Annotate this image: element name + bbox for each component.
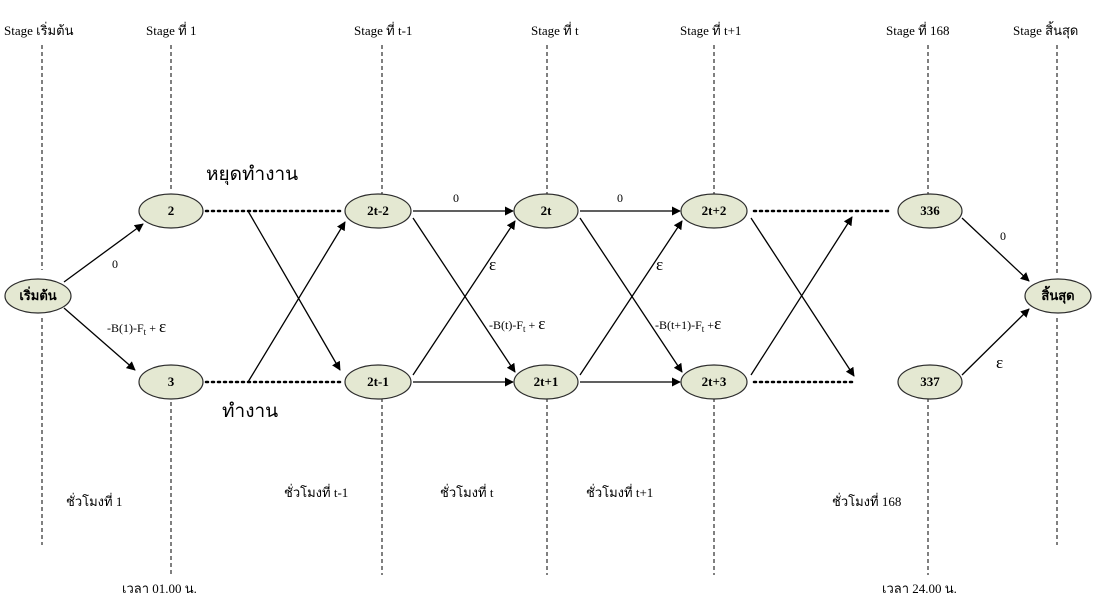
edge-2t+1-to-2t+2	[579, 220, 683, 376]
node-end-label: สิ้นสุด	[1041, 285, 1074, 304]
node-2t-1	[344, 364, 412, 400]
hour-labels: ชั่วโมงที่ 1 ชั่วโมงที่ t-1 ชั่วโมงที่ t…	[66, 484, 901, 509]
node-2t	[513, 193, 579, 229]
edge-2t-to-2t+3	[579, 217, 683, 373]
edge-label-mid2-bottom: -B(t+1)-Ft +ε	[655, 314, 721, 334]
edge-label-mid1-eps: ε	[489, 255, 496, 274]
hour-label-t-minus-1: ชั่วโมงที่ t-1	[284, 484, 348, 500]
node-2t+2-label: 2t+2	[702, 203, 727, 218]
node-2t+1	[513, 364, 579, 400]
node-start	[4, 278, 72, 314]
node-2t+3-label: 2t+3	[702, 374, 727, 389]
state-label-stop: หยุดทำงาน	[206, 164, 298, 186]
node-2t+1-label: 2t+1	[534, 374, 559, 389]
node-2t-1-label: 2t-1	[367, 374, 389, 389]
state-label-work: ทำงาน	[222, 401, 278, 422]
hour-label-t-plus-1: ชั่วโมงที่ t+1	[586, 484, 653, 500]
dotted-connectors	[204, 209, 890, 384]
time-label-last: เวลา 24.00 น.	[882, 581, 957, 596]
node-labels: เริ่มต้น 2 3 2t-2 2t-1 2t 2t+1 2t+2 2t+3…	[19, 203, 1074, 389]
stage-separators	[41, 45, 1058, 575]
stage-end-header: Stage สิ้นสุด	[1013, 21, 1078, 39]
edges	[63, 206, 1030, 387]
node-336	[897, 193, 963, 229]
node-3	[138, 364, 204, 400]
edge-left-cross-up	[247, 221, 346, 383]
hour-label-1: ชั่วโมงที่ 1	[66, 493, 122, 509]
node-2t-2	[344, 193, 412, 229]
node-3-label: 3	[168, 374, 175, 389]
node-2-label: 2	[168, 203, 175, 218]
node-337-label: 337	[920, 374, 940, 389]
stage-1-header: Stage ที่ 1	[146, 22, 196, 38]
stage-t-plus-1-header: Stage ที่ t+1	[680, 22, 741, 38]
edge-337-to-end	[961, 308, 1030, 376]
edge-2t-1-to-2t	[412, 220, 516, 376]
edge-left-cross-down	[247, 210, 341, 371]
edge-label-start-top: 0	[112, 257, 118, 271]
stage-t-minus-1-header: Stage ที่ t-1	[354, 22, 412, 38]
edge-start-to-3	[63, 307, 136, 371]
edge-label-end-top: 0	[1000, 229, 1006, 243]
edge-right-cross-up	[750, 216, 853, 376]
stage-t-header: Stage ที่ t	[531, 22, 579, 38]
node-end	[1024, 278, 1092, 314]
node-337	[897, 364, 963, 400]
time-label-first: เวลา 01.00 น.	[122, 581, 197, 596]
edge-right-cross-down	[750, 217, 855, 377]
edge-label-mid2-eps: ε	[656, 255, 663, 274]
edge-start-to-2	[63, 223, 144, 283]
edge-label-start-bottom: -B(1)-Ft + ε	[107, 317, 166, 337]
edge-label-mid1-bottom: -B(t)-Ft + ε	[489, 314, 545, 334]
node-start-label: เริ่มต้น	[19, 286, 56, 303]
edge-labels: 0 -B(1)-Ft + ε 0 ε -B(t)-Ft + ε 0 ε -B(t…	[107, 191, 1006, 372]
nodes	[4, 193, 1092, 400]
hour-label-168: ชั่วโมงที่ 168	[832, 493, 901, 509]
node-2t+3	[680, 364, 748, 400]
stage-168-header: Stage ที่ 168	[886, 22, 949, 38]
stage-headers: Stage เริ่มต้น Stage ที่ 1 Stage ที่ t-1…	[4, 21, 1078, 39]
edge-2t-2-to-2t+1	[412, 217, 516, 373]
edge-label-mid1-top: 0	[453, 191, 459, 205]
stage-start-header: Stage เริ่มต้น	[4, 22, 74, 38]
edge-336-to-end	[961, 217, 1030, 282]
edge-label-end-eps: ε	[996, 353, 1003, 372]
node-2t-2-label: 2t-2	[367, 203, 389, 218]
node-2t+2	[680, 193, 748, 229]
node-2	[138, 193, 204, 229]
edge-label-mid2-top: 0	[617, 191, 623, 205]
node-2t-label: 2t	[541, 203, 553, 218]
node-336-label: 336	[920, 203, 940, 218]
hour-label-t: ชั่วโมงที่ t	[440, 484, 494, 500]
